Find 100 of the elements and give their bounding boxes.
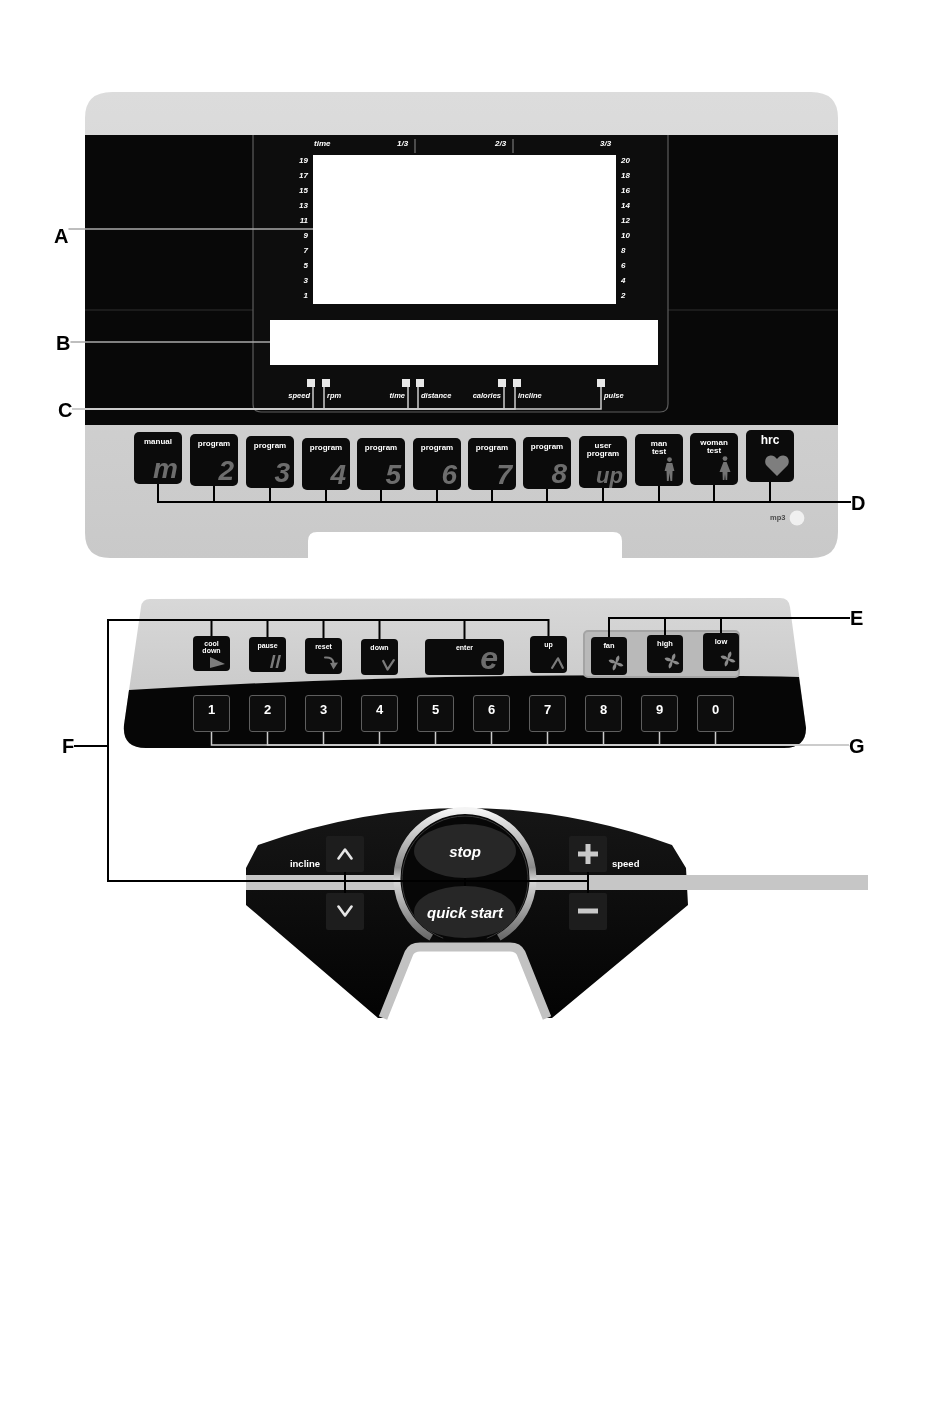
indicator-light bbox=[416, 379, 424, 387]
program-key bbox=[413, 438, 461, 490]
segment-label: 3/3 bbox=[600, 139, 612, 149]
reset-key bbox=[305, 638, 342, 674]
number-key: 3 bbox=[305, 695, 342, 732]
scale-number: 17 bbox=[299, 171, 308, 181]
control-label: incline bbox=[289, 859, 320, 869]
scale-number: 13 bbox=[299, 201, 308, 211]
scale-number: 14 bbox=[621, 201, 630, 211]
key-symbol: e bbox=[480, 642, 498, 674]
key-label: program bbox=[309, 444, 343, 453]
callout-letter: C bbox=[58, 400, 73, 420]
number-key: 9 bbox=[641, 695, 678, 732]
callout-letter: G bbox=[849, 736, 865, 756]
number-key: 5 bbox=[417, 695, 454, 732]
number-key: 1 bbox=[193, 695, 230, 732]
segment-label: 1/3 bbox=[397, 139, 409, 149]
scale-number: 5 bbox=[303, 261, 308, 271]
number-key: 6 bbox=[473, 695, 510, 732]
incline-up-key bbox=[326, 836, 364, 872]
callout-letter: D bbox=[851, 493, 866, 513]
key-symbol: up bbox=[596, 465, 623, 487]
console-panel bbox=[85, 92, 838, 559]
key-symbol: 2 bbox=[218, 457, 234, 485]
scale-number: 16 bbox=[621, 186, 630, 196]
indicator-light bbox=[597, 379, 605, 387]
pause-key bbox=[249, 637, 286, 672]
scale-number: 10 bbox=[621, 231, 630, 241]
user-program-key bbox=[579, 436, 627, 488]
graph-display-window bbox=[313, 155, 616, 304]
scale-number: 9 bbox=[303, 231, 308, 241]
indicator-light bbox=[513, 379, 521, 387]
key-symbol: 6 bbox=[441, 461, 457, 489]
program-key bbox=[468, 438, 516, 490]
program-key bbox=[246, 436, 294, 488]
number-key: 2 bbox=[249, 695, 286, 732]
indicator-light bbox=[498, 379, 506, 387]
man-test-key bbox=[635, 434, 683, 486]
key-label: program bbox=[197, 440, 231, 449]
text-display-window bbox=[270, 320, 658, 365]
speed-down-key bbox=[569, 893, 607, 930]
up-key bbox=[530, 636, 567, 673]
key-symbol: 4 bbox=[330, 461, 346, 489]
scale-number: 6 bbox=[621, 261, 626, 271]
axis-label: time bbox=[314, 139, 331, 149]
down-key bbox=[361, 639, 398, 675]
scale-number: 19 bbox=[299, 156, 308, 166]
number-key: 4 bbox=[361, 695, 398, 732]
number-key: 8 bbox=[585, 695, 622, 732]
callout-letter: A bbox=[54, 226, 69, 246]
scale-number: 3 bbox=[303, 276, 308, 286]
control-label: speed bbox=[612, 859, 640, 869]
scale-number: 15 bbox=[299, 186, 308, 196]
key-symbol: m bbox=[153, 455, 178, 483]
scale-number: 4 bbox=[621, 276, 626, 286]
scale-number: 18 bbox=[621, 171, 630, 181]
key-label: man test bbox=[649, 440, 669, 457]
speed-up-key bbox=[569, 836, 607, 872]
cool-down-key bbox=[193, 636, 230, 671]
fan-key bbox=[591, 637, 627, 675]
callout-letter: F bbox=[62, 736, 75, 756]
number-key: 7 bbox=[529, 695, 566, 732]
key-symbol: 5 bbox=[385, 461, 401, 489]
fan-key bbox=[647, 635, 683, 673]
key-label: program bbox=[253, 442, 287, 451]
indicator-light bbox=[402, 379, 410, 387]
leader-line bbox=[69, 341, 271, 343]
key-symbol: 8 bbox=[551, 460, 567, 488]
key-label: program bbox=[530, 443, 564, 452]
scale-number: 2 bbox=[621, 291, 626, 301]
program-key bbox=[357, 438, 405, 490]
program-key bbox=[190, 434, 238, 486]
woman-test-key bbox=[690, 433, 738, 485]
scale-number: 8 bbox=[621, 246, 626, 256]
key-label: woman test bbox=[699, 439, 729, 456]
scale-number: 12 bbox=[621, 216, 630, 226]
indicator-light bbox=[322, 379, 330, 387]
key-symbol: 3 bbox=[274, 459, 290, 487]
fan-key-group bbox=[583, 630, 740, 678]
segment-label: 2/3 bbox=[495, 139, 507, 149]
hrc-key bbox=[746, 430, 794, 482]
scale-number: 1 bbox=[303, 291, 308, 301]
program-key bbox=[523, 437, 571, 489]
key-label: manual bbox=[144, 438, 172, 447]
key-label: user program bbox=[585, 442, 621, 459]
indicator-light bbox=[307, 379, 315, 387]
control-pod bbox=[246, 806, 869, 1022]
callout-letter: E bbox=[850, 608, 864, 628]
scale-number: 7 bbox=[303, 246, 308, 256]
enter-key bbox=[425, 639, 504, 675]
incline-down-key bbox=[326, 893, 364, 930]
key-symbol: 7 bbox=[496, 461, 512, 489]
key-label: hrc bbox=[760, 434, 780, 447]
key-label: program bbox=[364, 444, 398, 453]
callout-letter: B bbox=[56, 333, 71, 353]
leader-line bbox=[67, 228, 314, 230]
key-label: program bbox=[475, 444, 509, 453]
fan-key bbox=[703, 633, 739, 671]
scale-number: 11 bbox=[299, 216, 308, 226]
key-label: program bbox=[420, 444, 454, 453]
